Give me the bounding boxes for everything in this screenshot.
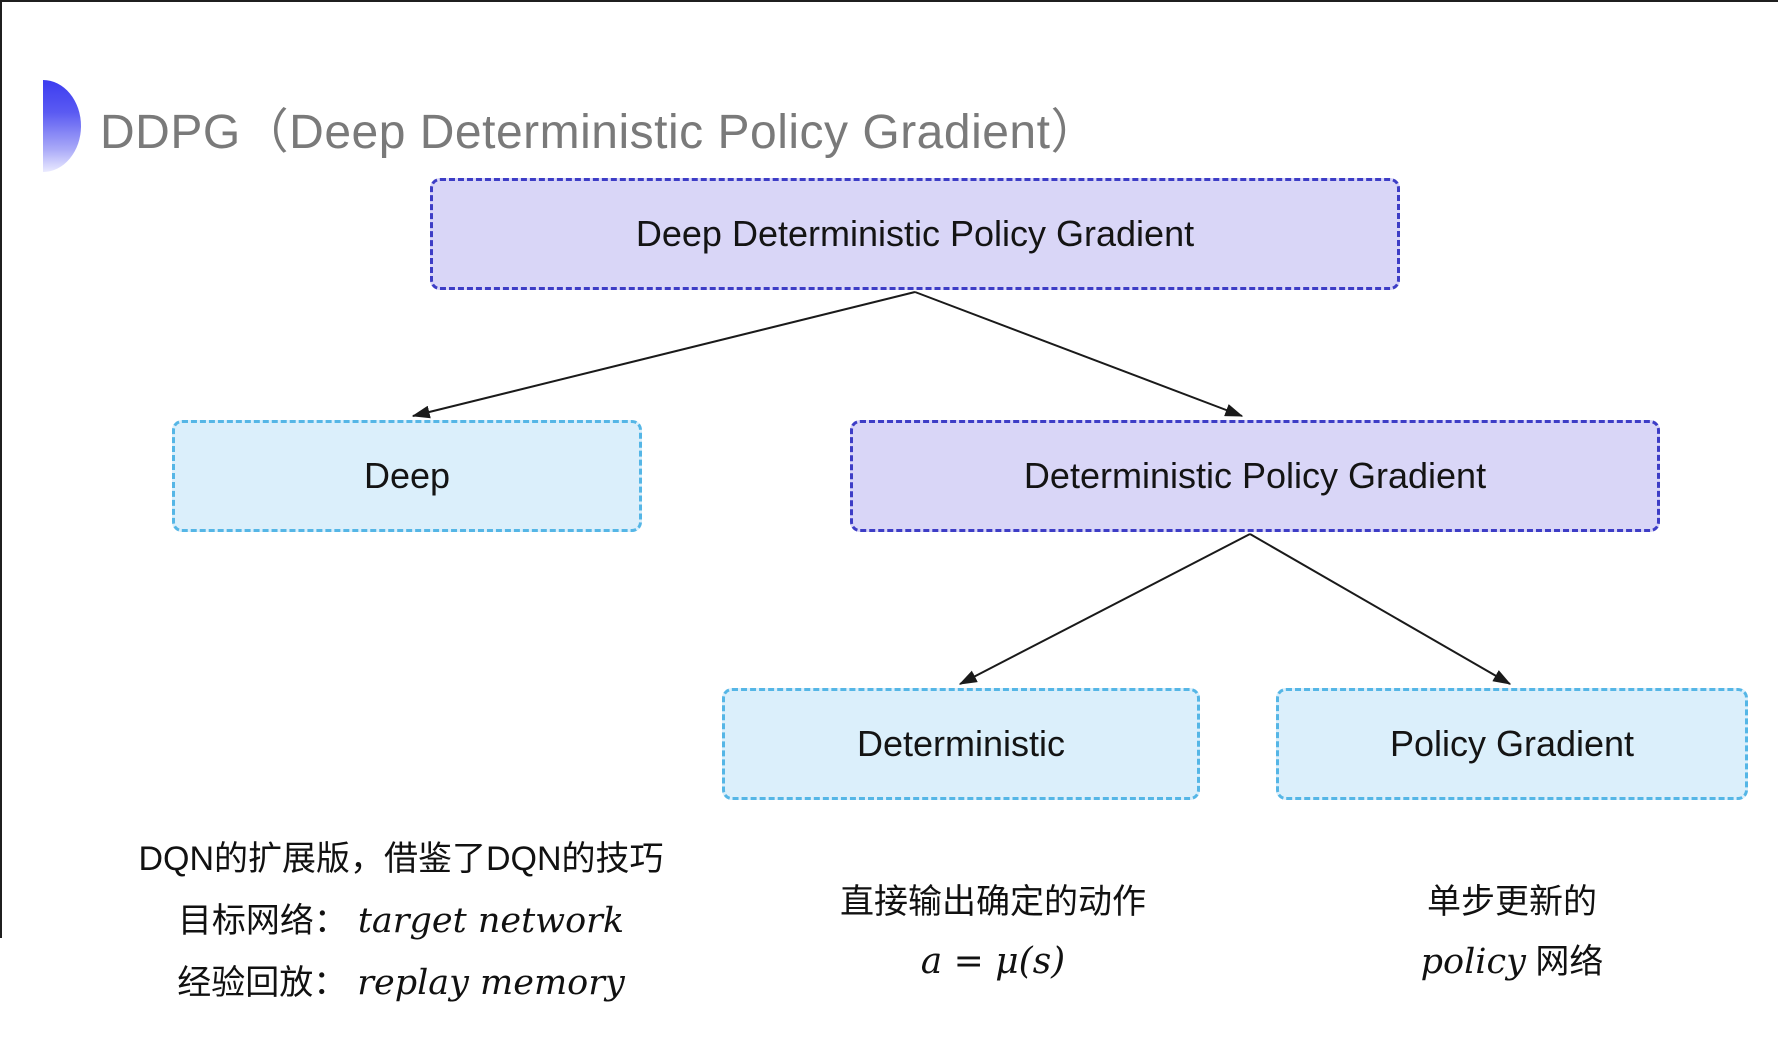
frame-top-line [0,0,1778,2]
edge-ddpg-to-dpg [914,291,1244,417]
notes-policy-gradient-line2: policy 网络 [1262,932,1762,992]
notes-policy-gradient: 单步更新的 policy 网络 [1262,872,1762,992]
notes-deterministic-line1: 直接输出确定的动作 [743,872,1243,932]
notes-deterministic: 直接输出确定的动作 a = μ(s) [743,872,1243,992]
notes-deep-line3-value: replay memory [357,963,625,1003]
notes-deterministic-formula: a = μ(s) [743,932,1243,992]
node-policy-gradient-label: Policy Gradient [1389,723,1635,764]
notes-policy-gradient-line1-text: 单步更新的 [1427,883,1597,921]
notes-policy-gradient-line2-rest: 网络 [1525,943,1604,981]
notes-deep-line1: DQN的扩展版，借鉴了DQN的技巧 [118,828,684,890]
node-deterministic-label: Deterministic [856,723,1066,764]
edge-ddpg-to-deep [411,291,916,419]
node-deterministic: Deterministic [722,688,1200,800]
notes-deep: DQN的扩展版，借鉴了DQN的技巧 目标网络：target network 经验… [118,828,684,1014]
notes-deep-line2-value: target network [357,901,625,941]
notes-deep-line3-label: 经验回放： [177,964,348,1002]
node-deep: Deep [172,420,642,532]
node-deep-label: Deep [363,455,451,496]
formula-a-mu-s: a = μ(s) [920,941,1066,982]
notes-deep-line2-label: 目标网络： [177,902,348,940]
notes-policy-gradient-line2-italic: policy [1420,942,1526,982]
node-ddpg-label: Deep Deterministic Policy Gradient [635,213,1195,254]
notes-deep-line3: 经验回放：replay memory [118,952,684,1014]
node-policy-gradient: Policy Gradient [1276,688,1748,800]
notes-policy-gradient-line1: 单步更新的 [1262,872,1762,932]
node-dpg-label: Deterministic Policy Gradient [1023,455,1487,496]
notes-deep-line1-text: DQN的扩展版，借鉴了DQN的技巧 [138,840,664,878]
node-deterministic-policy-gradient: Deterministic Policy Gradient [850,420,1660,532]
edge-dpg-to-deterministic [958,533,1251,685]
notes-deep-line2: 目标网络：target network [118,890,684,952]
page-title: DDPG（Deep Deterministic Policy Gradient） [100,106,1099,159]
frame-left-line [0,0,2,938]
edge-dpg-to-policy-gradient [1249,533,1512,685]
notes-deterministic-line1-text: 直接输出确定的动作 [840,883,1146,921]
node-ddpg: Deep Deterministic Policy Gradient [430,178,1400,290]
